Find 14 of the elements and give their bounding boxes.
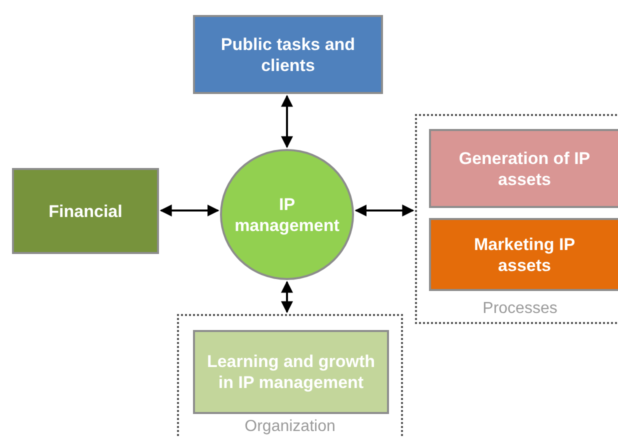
dotted-group-frame — [177, 314, 403, 438]
process-circle: IP management — [220, 149, 354, 280]
group-label: Organization — [244, 418, 336, 436]
double-headed-arrow — [354, 204, 414, 216]
process-box: Public tasks and clients — [193, 15, 383, 94]
dotted-group-frame — [415, 114, 618, 324]
double-headed-arrow — [281, 94, 293, 148]
process-box: Financial — [12, 168, 159, 254]
group-label: Processes — [482, 300, 558, 318]
process-box: Generation of IP assets — [429, 129, 618, 208]
process-box: Learning and growth in IP management — [193, 330, 389, 414]
double-headed-arrow — [281, 280, 293, 314]
double-headed-arrow — [160, 204, 220, 216]
process-box: Marketing IP assets — [429, 218, 618, 291]
